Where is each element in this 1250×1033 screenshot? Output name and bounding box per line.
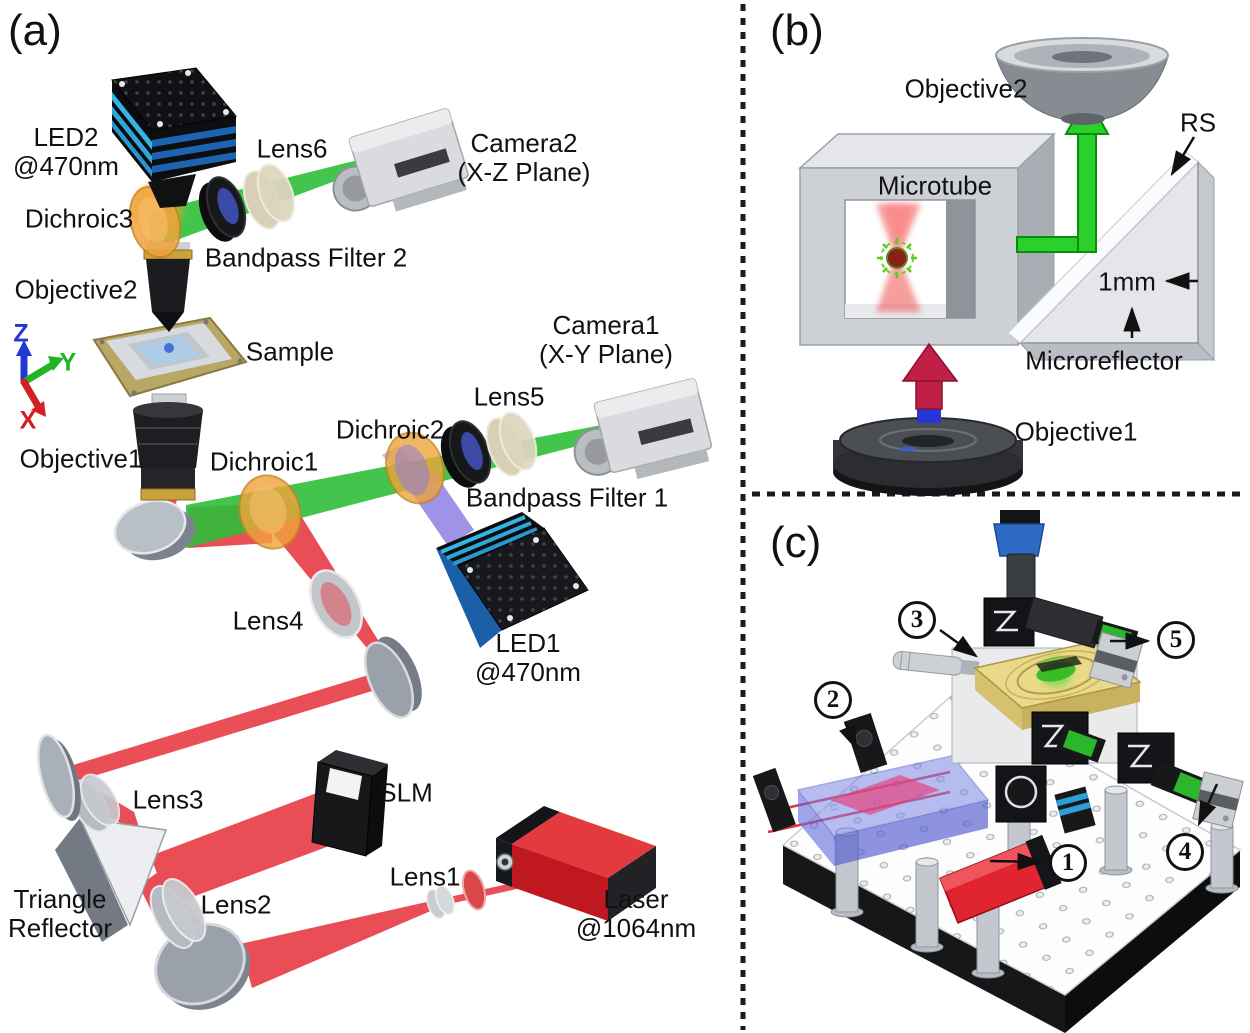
- panel-c-tag: (c): [770, 518, 822, 567]
- led1-label: LED1 @470nm: [475, 627, 581, 687]
- dichroic2-icon: [385, 431, 445, 505]
- microtube-label: Microtube: [877, 170, 993, 201]
- laser-label: Laser @1064nm: [575, 883, 697, 943]
- lens5-icon: [485, 411, 538, 477]
- microscope-column-icon: [983, 510, 1144, 689]
- lens4-icon: [309, 569, 363, 639]
- panel-a-art: [16, 67, 713, 1010]
- panel-a-tag: (a): [8, 6, 62, 55]
- marker-3: 3: [898, 601, 936, 639]
- marker-arrows: [839, 628, 1219, 871]
- mirror-icon: [36, 733, 81, 821]
- panel-c-art: [752, 510, 1244, 1033]
- objective1-label: Objective1: [19, 443, 143, 474]
- axis-y-label: Y: [59, 348, 77, 377]
- microreflector-icon: [1007, 151, 1216, 362]
- objective1-disk-icon: [833, 417, 1023, 496]
- rs-label: RS: [1179, 107, 1217, 138]
- sample-stage-icon: [92, 316, 248, 398]
- lens1-icon: [426, 869, 487, 920]
- microtube-icon: [798, 132, 1056, 347]
- bandpass-filter-1-icon: [440, 420, 492, 488]
- laser-icon: [496, 806, 656, 921]
- lens5-label: Lens5: [473, 381, 545, 412]
- flow-cell-icon: [796, 755, 990, 866]
- optical-trap-icon: [876, 204, 921, 312]
- marker-1: 1: [1049, 844, 1087, 882]
- lens4-label: Lens4: [232, 605, 304, 636]
- objective1-icon: [133, 393, 203, 501]
- bandpass-filter-1-label: Bandpass Filter 1: [465, 482, 669, 513]
- sample-label: Sample: [245, 336, 335, 367]
- led2-icon: [111, 67, 237, 208]
- marker-5: 5: [1157, 621, 1195, 659]
- lens3-label: Lens3: [132, 784, 204, 815]
- lens2-label: Lens2: [200, 889, 272, 920]
- marker-4: 4: [1166, 833, 1204, 871]
- lens1-label: Lens1: [389, 861, 461, 892]
- xyz-axes-icon: [16, 340, 64, 417]
- triangle-reflector-label: Triangle Reflector: [7, 883, 113, 943]
- bandpass-filter-2-icon: [198, 176, 247, 242]
- cube-mount-icon: [995, 765, 1047, 823]
- led1-icon: [436, 512, 589, 648]
- axis-z-label: Z: [13, 319, 29, 348]
- scale-1mm-label: 1mm: [1098, 266, 1156, 297]
- lens6-icon: [242, 163, 296, 230]
- led2-label: LED2 @470nm: [13, 121, 119, 181]
- trapped-particle-icon: [877, 238, 917, 278]
- lens2-icon: [149, 878, 207, 949]
- dichroic1-label: Dichroic1: [209, 446, 319, 477]
- bandpass-filter-2-label: Bandpass Filter 2: [204, 242, 408, 273]
- micrometer-icon: [892, 650, 980, 676]
- objective2-dish-icon: [995, 37, 1169, 125]
- microreflector-label: Microreflector: [1025, 345, 1183, 376]
- dichroic2-label: Dichroic2: [335, 414, 445, 445]
- dichroic1-icon: [238, 474, 302, 550]
- objective2-b-label: Objective2: [904, 73, 1028, 104]
- camera1-label: Camera1 (X-Y Plane): [539, 309, 673, 369]
- slm-icon: [311, 750, 388, 857]
- panel-b-tag: (b): [770, 6, 824, 55]
- camera1-icon: [573, 378, 713, 479]
- annotation-arrows: [1123, 136, 1198, 338]
- lens6-label: Lens6: [256, 133, 328, 164]
- objective1-b-label: Objective1: [1014, 416, 1138, 447]
- panel-b-art: [798, 37, 1216, 496]
- mirror-icon: [154, 922, 251, 1010]
- slm-label: SLM: [379, 777, 433, 808]
- lens3-icon: [69, 773, 121, 833]
- axis-x-label: X: [19, 406, 37, 435]
- dichroic3-label: Dichroic3: [24, 203, 134, 234]
- mirror-icon: [363, 636, 422, 719]
- triangle-reflector-icon: [55, 817, 168, 942]
- detection-path-icons: [1031, 711, 1244, 834]
- camera2-icon: [332, 108, 469, 212]
- camera2-label: Camera2 (X-Z Plane): [457, 127, 591, 187]
- objective2-label: Objective2: [14, 274, 138, 305]
- mirror-icon: [113, 499, 196, 561]
- red-blue-arrow-icon: [901, 342, 959, 423]
- panel-dividers: [740, 4, 1246, 1030]
- marker-2: 2: [814, 681, 852, 719]
